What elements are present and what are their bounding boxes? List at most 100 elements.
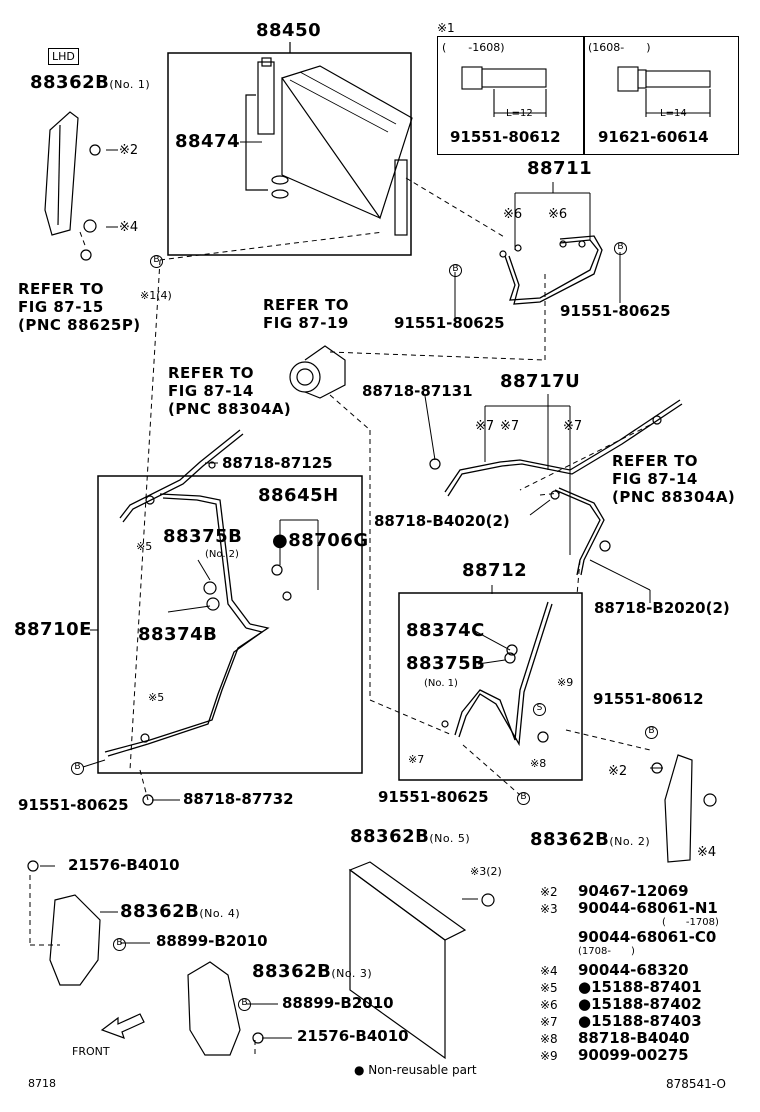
front-label: FRONT: [72, 1045, 110, 1058]
b-mark-4: B: [645, 726, 658, 739]
label-88718-87131: 88718-87131: [362, 382, 473, 400]
right-date-range: (1608- ): [588, 41, 651, 54]
condenser-core: [281, 65, 413, 236]
label-88718-b4020: 88718-B4020(2): [374, 512, 510, 530]
bracket-no2: [664, 754, 693, 863]
b-mark-2: B: [614, 242, 627, 255]
label-88474: 88474: [175, 131, 241, 152]
s-mark: S: [533, 703, 546, 716]
b-mark-6: B: [517, 792, 530, 805]
label-88374c: 88374C: [406, 620, 485, 641]
label-88362b-no2: 88362B(No. 2): [530, 829, 651, 850]
legend-row: ※7●15188-87403: [540, 1012, 702, 1030]
mark-x7-b: ※7: [500, 419, 520, 434]
refer-fig-87-14-left: REFER TO FIG 87-14 (PNC 88304A): [168, 364, 292, 418]
label-21576-b4010-b: 21576-B4010: [297, 1027, 409, 1045]
left-bolt-part: 91551-80612: [450, 128, 561, 146]
refer-fig-87-19: REFER TO FIG 87-19: [263, 296, 350, 332]
b-mark-5: B: [71, 762, 84, 775]
label-88717u: 88717U: [500, 371, 581, 392]
mark-x4-b: ※4: [697, 845, 717, 860]
refer-fig-87-14-right: REFER TO FIG 87-14 (PNC 88304A): [612, 452, 736, 506]
mark-x7-a: ※7: [475, 419, 495, 434]
note-88375b-no2: (No. 2): [205, 549, 239, 560]
label-91551-80625-a: 91551-80625: [394, 314, 505, 332]
mark-x5-b: ※5: [148, 691, 165, 704]
label-88362b-no5: 88362B(No. 5): [350, 826, 471, 847]
label-88375b-no1: 88375B: [406, 653, 486, 674]
legend-row: (1708- ): [578, 946, 635, 957]
page-code: 8718: [28, 1077, 56, 1090]
note-88375b-no1: (No. 1): [424, 678, 458, 689]
bolt-variant-table: ( -1608) (1608- ) L=12 L=14 91551-80612 …: [437, 36, 739, 155]
label-88712: 88712: [462, 560, 528, 581]
mark-x5-a: ※5: [136, 540, 153, 553]
mark-x2-top: ※2: [119, 143, 139, 158]
hose-88711: [504, 235, 603, 305]
refer-fig-87-15: REFER TO FIG 87-15 (PNC 88625P): [18, 280, 141, 334]
label-91551-80625-b: 91551-80625: [560, 302, 671, 320]
right-bolt-part: 91621-60614: [598, 128, 709, 146]
mark-x8-a: ※8: [530, 757, 547, 770]
label-91551-80612: 91551-80612: [593, 690, 704, 708]
mark-x4-top: ※4: [119, 220, 139, 235]
mark-x9-a: ※9: [557, 676, 574, 689]
label-88362b-no4: 88362B(No. 4): [120, 901, 241, 922]
bracket-no4: [49, 894, 101, 986]
left-length: L=12: [506, 108, 533, 119]
hose-88712: [454, 601, 553, 747]
legend-row: ※6●15188-87402: [540, 995, 702, 1013]
label-88711: 88711: [527, 158, 593, 179]
label-88718-87125: 88718-87125: [222, 454, 333, 472]
label-88718-87732: 88718-87732: [183, 790, 294, 808]
label-88450: 88450: [256, 20, 322, 41]
b-mark-1: B: [150, 255, 163, 268]
label-88374b: 88374B: [138, 624, 218, 645]
hose-88717u: [444, 399, 683, 576]
legend-row: 90044-68061-C0: [578, 928, 717, 946]
bolt-sketches: [461, 66, 711, 117]
bracket-no1: [44, 111, 79, 236]
lhd-badge: LHD: [48, 48, 79, 65]
hose-88710e: [104, 429, 270, 757]
label-88899-b2010-b: 88899-B2010: [282, 994, 394, 1012]
bracket-no3: [187, 961, 241, 1056]
compressor: [289, 345, 346, 399]
front-arrow: [100, 1013, 145, 1039]
b-mark-7: B: [113, 938, 126, 951]
legend-row: ※5●15188-87401: [540, 978, 702, 996]
non-reusable-note: ● Non-reusable part: [354, 1063, 477, 1077]
label-88645h: 88645H: [258, 485, 339, 506]
table-divider: [583, 37, 585, 154]
right-length: L=14: [660, 108, 687, 119]
label-88362b-no1: 88362B(No. 1): [30, 72, 151, 93]
label-21576-b4010-a: 21576-B4010: [68, 856, 180, 874]
footnote-1-marker: ※1: [437, 21, 455, 35]
mark-x3-2: ※3(2): [470, 865, 502, 878]
label-91551-80625-c: 91551-80625: [378, 788, 489, 806]
mark-x6-b: ※6: [548, 207, 568, 222]
label-91551-80625-d: 91551-80625: [18, 796, 129, 814]
label-88706g: ●88706G: [272, 530, 369, 551]
label-88710e: 88710E: [14, 619, 92, 640]
left-date-range: ( -1608): [442, 41, 505, 54]
label-88899-b2010-a: 88899-B2010: [156, 932, 268, 950]
b-mark-8: B: [238, 998, 251, 1011]
mark-x1-4: ※1(4): [140, 289, 172, 302]
mark-x6-a: ※6: [503, 207, 523, 222]
figure-code: 878541-O: [666, 1077, 726, 1091]
label-88375b-no2: 88375B: [163, 526, 243, 547]
mark-x7-c: ※7: [563, 419, 583, 434]
plate-no5: [348, 861, 467, 1060]
label-88362b-no3: 88362B(No. 3): [252, 961, 373, 982]
mark-x2-b: ※2: [608, 764, 628, 779]
mark-x7-d: ※7: [408, 753, 425, 766]
b-mark-3: B: [449, 264, 462, 277]
